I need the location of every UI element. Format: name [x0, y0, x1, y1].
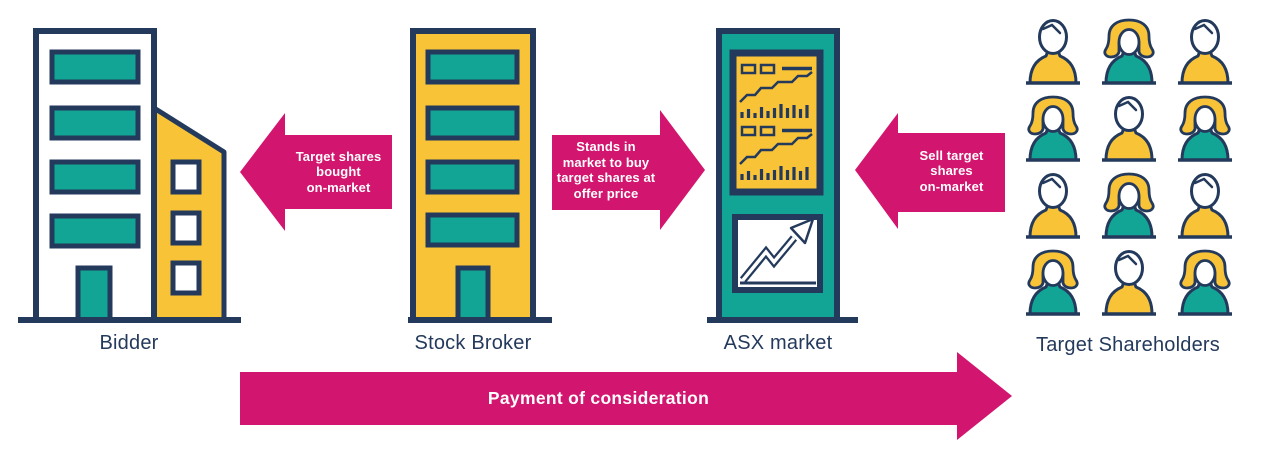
annex-window [170, 260, 202, 296]
bidder-building-icon [18, 28, 241, 323]
left-arrow-shape [240, 113, 392, 231]
male-person-icon [1175, 16, 1235, 86]
male-person-icon [1023, 16, 1083, 86]
annex-window [170, 159, 202, 195]
male-person-icon [1099, 247, 1159, 317]
female-person-icon [1175, 93, 1235, 163]
door [455, 265, 491, 323]
arrow-label-line: on-market [919, 178, 984, 194]
arrow-label-line: shares [930, 163, 973, 179]
arrow-label: Sell target shares on-market [898, 110, 1005, 232]
right-arrow-shape [552, 110, 705, 230]
target-shareholders-label: Target Shareholders [1036, 334, 1220, 356]
window [425, 49, 520, 85]
arrow-label-line: Stands in [576, 139, 636, 154]
window [49, 105, 141, 141]
arrow-label-line: offer price [573, 185, 639, 201]
female-person-icon [1099, 16, 1159, 86]
male-person-icon [1023, 170, 1083, 240]
arrow-label-line: Target shares [295, 148, 382, 164]
male-person-icon [1175, 170, 1235, 240]
arrow-label: Target shares bought on-market [285, 110, 392, 234]
payment-arrow-label: Payment of consideration [487, 388, 710, 408]
bidder-label: Bidder [99, 332, 159, 354]
asx-market-label: ASX market [723, 332, 833, 354]
growth-arrow-fill [741, 236, 796, 282]
arrow-target-shares-bought: Target shares bought on-market [238, 110, 394, 234]
male-person-icon [1099, 93, 1159, 163]
shareholders-grid [1023, 16, 1235, 317]
arrow-label: Stands in market to buy target shares at… [552, 108, 660, 232]
arrow-payment-of-consideration: Payment of consideration [238, 348, 1016, 444]
arrow-stands-in-market: Stands in market to buy target shares at… [550, 108, 708, 232]
arrow-label-line: Sell target [919, 147, 984, 163]
stock-broker-building-icon [408, 28, 552, 323]
growth-arrow-head [789, 217, 815, 245]
window [425, 105, 520, 141]
door [75, 265, 113, 323]
window [425, 159, 520, 195]
asx-building-icon [707, 28, 858, 323]
window [49, 213, 141, 249]
arrow-sell-target-shares: Sell target shares on-market [853, 110, 1007, 232]
female-person-icon [1023, 247, 1083, 317]
arrow-label-line: bought [316, 164, 361, 180]
window [49, 159, 141, 195]
arrow-label-line: market to buy [562, 154, 650, 170]
annex-window [170, 210, 202, 246]
arrow-label-line: on-market [306, 179, 371, 195]
stock-broker-label: Stock Broker [414, 332, 532, 354]
female-person-icon [1175, 247, 1235, 317]
arrow-label-line: target shares at [556, 170, 656, 185]
female-person-icon [1023, 93, 1083, 163]
window [425, 212, 520, 248]
left-arrow-shape [855, 113, 1005, 229]
female-person-icon [1099, 170, 1159, 240]
window [49, 49, 141, 85]
payment-arrow-shape [240, 352, 1012, 440]
